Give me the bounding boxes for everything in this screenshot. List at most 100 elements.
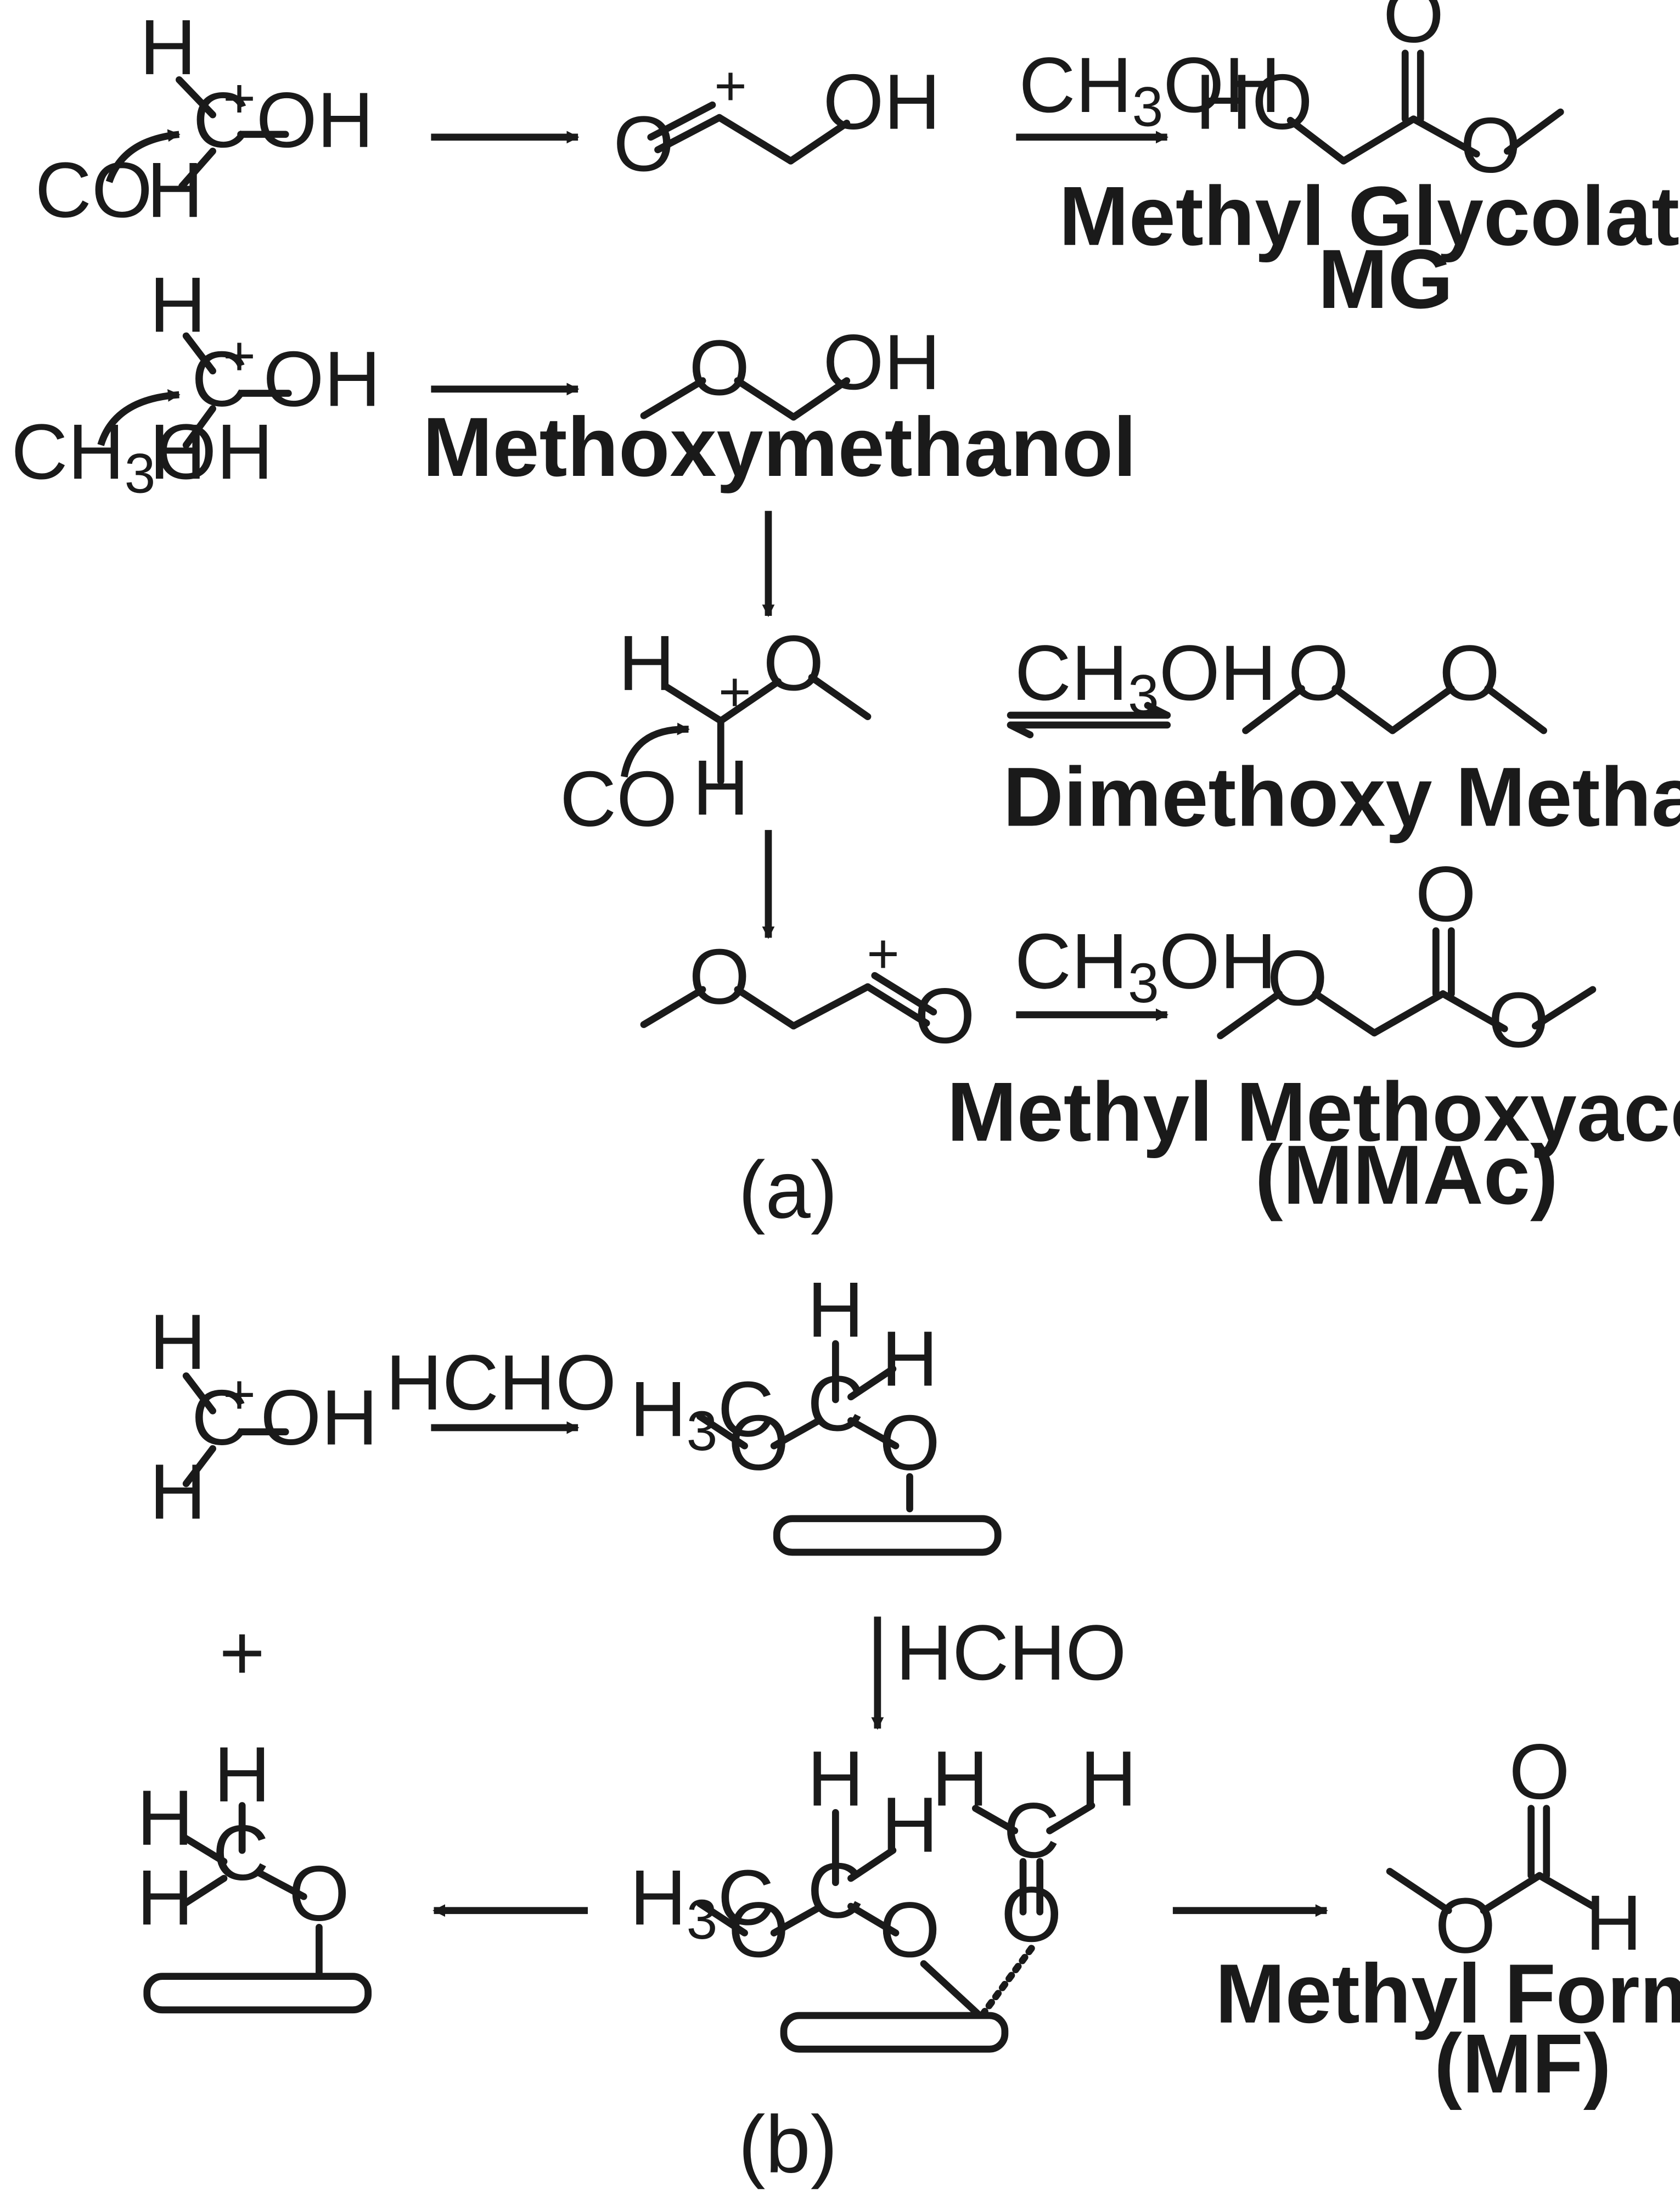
bond-c-oh [787,120,851,165]
reagent-hcho-2: HCHO [896,1609,1126,1697]
methyl-glycolate-structure: HO O O [1195,0,1564,189]
methoxymethanol-structure: O OH [640,319,941,421]
atom-h-top: H [149,261,206,349]
atom-oh: OH [823,59,940,146]
bond-c-h-top [661,682,724,725]
bond-hcho-c-h1 [971,1805,1019,1834]
bond-c-o-double-1 [654,114,723,154]
panel-label-b: (b) [738,2099,838,2190]
adsorbed-intermediate-1: H3C O C H H O [630,1266,1002,1556]
atom-oh: OH [256,77,374,164]
bond-c-o2 [847,1902,900,1936]
methyl-formate-structure: O O H [1386,1728,1642,1969]
bond-c-h-top [182,1372,216,1414]
forward-half-head [1144,701,1171,719]
adsorbed-intermediate-2: H3C O C H H O H H C O [630,1736,1137,2053]
product-name-mg: Methyl Glycolate [1059,169,1680,263]
atom-h-left: H [137,1775,193,1862]
nucleophile-co: CO [560,756,677,843]
atom-o-ether: O [689,933,750,1020]
bond-c-o-double-2 [647,101,716,141]
reagent-hcho-1: HCHO [386,1339,616,1427]
charge-plus: + [223,324,256,387]
bond-2 [1480,1872,1543,1915]
bond-4 [1439,990,1508,1032]
methyl-methoxyacetate-structure: O O O [1217,851,1597,1064]
atom-h-bottom: H [149,408,206,496]
bond-c-h-top [176,76,216,119]
atom-ho: HO [1195,59,1313,146]
atom-o-carbonyl: O [1415,851,1476,938]
bond-co-double-2 [871,972,937,1016]
bond-2 [1331,685,1396,734]
atom-h-top: H [149,1299,206,1386]
bond-2 [1340,115,1417,165]
bond-3 [1370,990,1447,1037]
bond-c-c [716,114,795,165]
bond-c-h [1536,1872,1599,1912]
atom-h1: H [807,1266,864,1354]
atom-h: H [1586,1879,1642,1967]
bond-5 [1531,986,1597,1030]
product-abbr-mf: (MF) [1434,2017,1611,2110]
charge-plus: + [223,67,256,130]
bond-1 [1242,685,1305,734]
bond-c-o [717,678,782,725]
product-abbr-mg: MG [1318,232,1453,326]
bond-1 [1286,116,1347,165]
bond-c-h-bottom [181,1874,228,1907]
panel-label-a: (a) [738,1145,838,1236]
bond-o-c [770,1904,823,1936]
catalyst-surface [780,2012,1009,2053]
bond-4 [1484,685,1548,734]
bond-o-ch3 [808,673,872,720]
dimethoxymethane-structure: O O [1242,630,1548,734]
curved-attack-arrow [97,389,181,446]
methyl-group: H3C [630,1854,774,1951]
bond-c-h2 [847,1365,897,1401]
bond-1 [640,986,706,1028]
bond-3 [1410,115,1480,158]
curved-attack-arrow [621,722,690,778]
bond-co-double-1 [864,983,930,1027]
atom-o1: O [1288,630,1349,717]
methoxymethyl-cation: H + O H CO [560,620,872,843]
atom-h-bottom: H [149,1449,206,1536]
bond-c-o [255,1869,307,1900]
charge-plus: + [714,54,747,117]
bond-2 [734,377,797,421]
bond-c-h2 [847,1846,897,1882]
product-name-mf: Methyl Formate [1215,1947,1680,2041]
atom-h2: H [881,1316,938,1403]
nucleophile-methanol: CH3OH [11,408,273,505]
product-name-methoxymethanol: Methoxymethanol [423,400,1137,494]
atom-carbon: C [192,1374,248,1462]
bond-o-c [770,1417,823,1450]
atom-oh: OH [260,1374,378,1462]
bond-ch3-o [696,1900,748,1936]
curved-attack-arrow [105,129,181,183]
bond-1 [640,377,706,419]
reagent-methanol-1: CH3OH [1019,42,1280,138]
charge-plus: + [223,1363,256,1426]
atom-o2: O [1439,630,1500,717]
atom-h-bottom: H [147,147,203,234]
coordination-bond-dotted [980,1945,1035,2017]
atom-h-top: H [619,620,675,707]
bond-c-h-bottom [178,148,216,190]
bond-3 [790,983,872,1030]
bond-c-h-top [182,332,216,375]
bond-2 [1312,990,1378,1037]
reagent-methanol-2: CH3OH [1015,630,1277,726]
b-hydroxymethyl-cation: H C + OH H [149,1299,378,1536]
bond-4 [1503,108,1564,155]
product-name-dmm: Dimethoxy Methane [1003,750,1680,844]
bond-c-h-left [181,1834,228,1865]
product-name-mmac: Methyl Methoxyacetate [947,1065,1680,1159]
atom-carbon: C [193,77,249,164]
catalyst-surface [143,1973,372,2014]
bond-c-o2 [847,1417,900,1450]
bond-o-surface [920,1960,984,2019]
nucleophile-co: CO [35,147,153,234]
atom-o-carbonyl: O [914,973,975,1060]
